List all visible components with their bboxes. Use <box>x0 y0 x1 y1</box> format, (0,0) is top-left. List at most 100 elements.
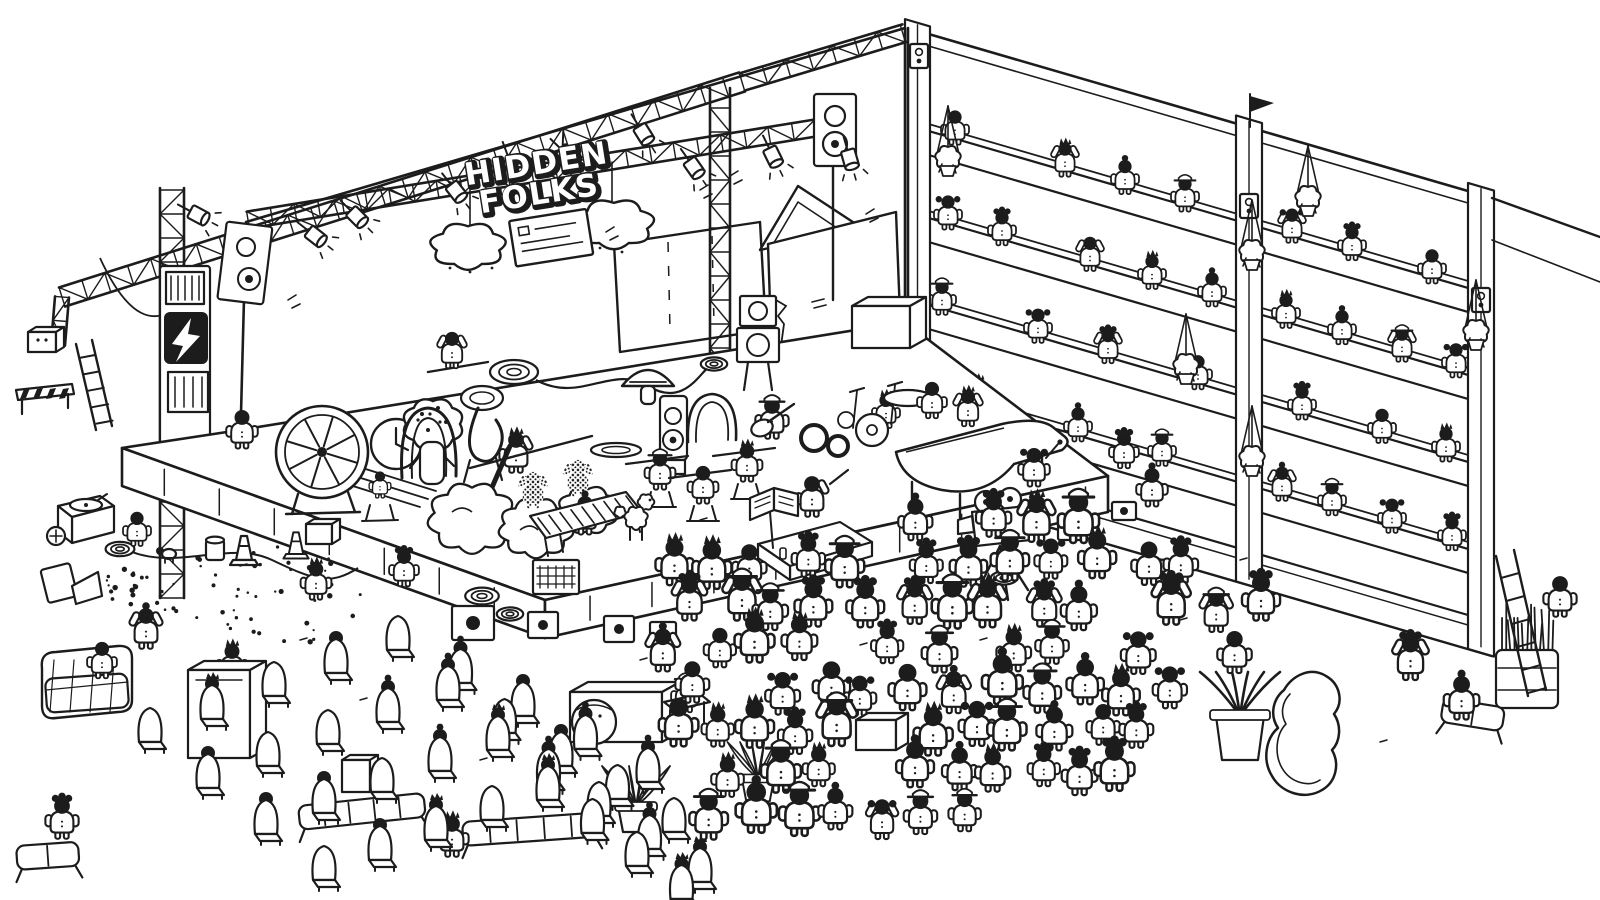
turntable[interactable] <box>45 493 116 547</box>
theater-seat[interactable] <box>535 753 566 812</box>
theater-seat[interactable] <box>635 734 666 794</box>
clock-holder[interactable] <box>368 471 392 499</box>
theater-seat[interactable] <box>311 771 342 825</box>
roadie[interactable] <box>299 556 333 601</box>
crowd-folk[interactable] <box>823 534 866 589</box>
monitor-speaker[interactable] <box>1110 500 1138 522</box>
crowd-folk[interactable] <box>790 530 827 578</box>
bleacher-spectator[interactable] <box>1417 249 1447 285</box>
crowd-folk[interactable] <box>870 618 905 665</box>
stagehand-on-wall[interactable] <box>436 331 468 370</box>
theater-seat[interactable] <box>255 730 286 778</box>
small-crate[interactable] <box>304 517 342 546</box>
spotlight-icon[interactable] <box>172 193 224 237</box>
crowd-folk[interactable] <box>1065 652 1105 706</box>
crowd-folk[interactable] <box>1101 662 1141 717</box>
theater-seat[interactable] <box>367 818 398 872</box>
stagehand[interactable] <box>916 381 948 420</box>
crowd-folk[interactable] <box>902 789 939 836</box>
speaker-icon[interactable] <box>908 42 930 70</box>
crowd-folk[interactable] <box>1216 630 1253 675</box>
bleacher-spectator[interactable] <box>1377 498 1407 534</box>
theater-seat[interactable] <box>579 797 610 845</box>
bucket[interactable] <box>204 535 226 562</box>
crowd-folk[interactable] <box>989 528 1031 582</box>
crowd-folk[interactable] <box>780 609 819 662</box>
monitor-speaker[interactable] <box>450 604 496 642</box>
bleacher-spectator[interactable] <box>1063 402 1093 443</box>
spotlight-icon[interactable] <box>331 191 381 241</box>
cable-reel[interactable] <box>104 540 136 558</box>
crowd-folk[interactable] <box>973 742 1012 793</box>
crowd-folk[interactable] <box>1093 735 1136 793</box>
theater-seat[interactable] <box>369 756 400 804</box>
spotlight-icon[interactable] <box>670 141 717 193</box>
ladder[interactable] <box>74 338 114 432</box>
theater-seat[interactable] <box>668 852 698 900</box>
theater-seat[interactable] <box>199 672 230 731</box>
theater-seat[interactable] <box>385 614 416 662</box>
bleacher-spectator[interactable] <box>1367 408 1397 444</box>
bleacher-spectator[interactable] <box>1387 324 1417 363</box>
crowd-folk[interactable] <box>657 697 700 748</box>
bleacher-spectator[interactable] <box>1110 154 1140 196</box>
crowd-folk[interactable] <box>887 663 928 712</box>
bleacher-spectator[interactable] <box>1267 461 1297 502</box>
theater-seat[interactable] <box>604 763 635 811</box>
tuba[interactable] <box>459 384 505 484</box>
plant-basket-icon[interactable] <box>1238 405 1266 477</box>
crowd-folk[interactable] <box>1056 487 1101 545</box>
crowd-folk[interactable] <box>670 570 709 622</box>
theater-seat[interactable] <box>375 674 406 734</box>
crowd-folk[interactable] <box>920 624 959 674</box>
folk[interactable] <box>1542 576 1578 618</box>
folk[interactable] <box>1135 462 1169 508</box>
hidden-folks-sign[interactable]: HIDDEN FOLKS HIDDEN FOLKS <box>460 123 625 272</box>
theater-seat[interactable] <box>261 660 292 708</box>
bleacher-spectator[interactable] <box>1147 428 1177 467</box>
theater-seat[interactable] <box>323 631 354 685</box>
arch-prop[interactable] <box>400 406 458 480</box>
bleacher-spectator[interactable] <box>1441 343 1471 379</box>
bleacher-spectator[interactable] <box>1197 267 1227 308</box>
folk[interactable] <box>388 545 420 588</box>
theater-seat[interactable] <box>572 701 603 761</box>
spotlight-icon[interactable] <box>432 165 480 216</box>
singer[interactable] <box>1017 447 1051 488</box>
crowd-folk[interactable] <box>815 691 859 748</box>
crowd-folk[interactable] <box>801 741 836 788</box>
theater-seat[interactable] <box>485 703 516 762</box>
bleacher-spectator[interactable] <box>927 277 957 316</box>
crowd-folk[interactable] <box>957 700 997 748</box>
theater-seat[interactable] <box>137 706 168 754</box>
confetti-watcher[interactable] <box>128 602 164 650</box>
crowd-folk[interactable] <box>935 664 972 715</box>
crowd-folk[interactable] <box>908 537 944 585</box>
theater-seat[interactable] <box>510 674 541 728</box>
power-panel[interactable] <box>158 264 212 476</box>
traffic-cone[interactable] <box>228 534 260 567</box>
crowd-folk[interactable] <box>674 661 711 704</box>
stage-fan[interactable] <box>274 404 370 516</box>
dust-folk[interactable] <box>562 459 594 497</box>
theater-seat[interactable] <box>427 723 458 783</box>
crowd-folk[interactable] <box>1060 745 1099 797</box>
crowd-folk[interactable] <box>1033 538 1069 580</box>
bleacher-spectator[interactable] <box>987 206 1017 247</box>
crowd-folk[interactable] <box>1034 618 1070 665</box>
palm-pot[interactable] <box>1198 670 1282 762</box>
theater-seat[interactable] <box>479 784 510 832</box>
striped-barrier[interactable] <box>14 382 76 416</box>
bleacher-spectator[interactable] <box>1431 422 1461 463</box>
plant-basket-icon[interactable] <box>1462 279 1490 351</box>
amp-box[interactable] <box>531 558 581 596</box>
bleacher-spectator[interactable] <box>933 195 963 231</box>
crowd-folk[interactable] <box>733 606 776 664</box>
crowd-folk[interactable] <box>1391 629 1430 682</box>
crowd-folk[interactable] <box>974 487 1013 538</box>
spotlight-icon[interactable] <box>831 133 869 183</box>
crowd-folk[interactable] <box>1059 579 1099 632</box>
theater-seat[interactable] <box>195 746 226 800</box>
poodle[interactable] <box>613 493 656 541</box>
bleacher-spectator[interactable] <box>1327 305 1357 346</box>
